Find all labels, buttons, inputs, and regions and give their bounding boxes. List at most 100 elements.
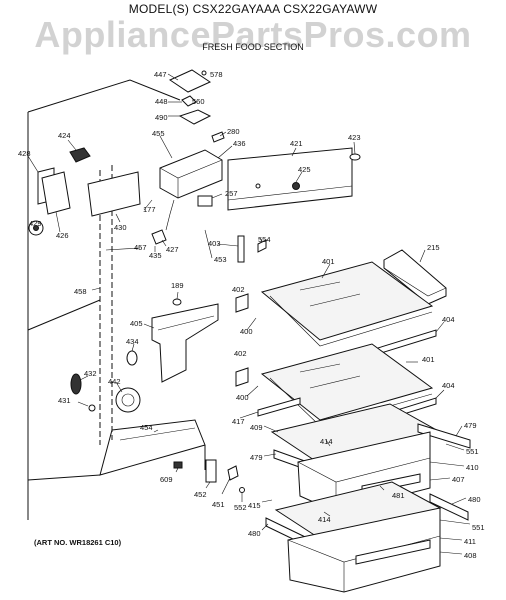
part-609	[173, 461, 183, 469]
part-423	[349, 153, 361, 161]
housing-490	[178, 109, 212, 125]
shelf-glass-401-lower	[260, 343, 434, 421]
callout-480: 480	[248, 529, 261, 538]
shelf-glass-401-upper	[260, 261, 434, 341]
panel-hole	[255, 183, 261, 189]
callout-402: 402	[232, 285, 245, 294]
callout-401: 401	[422, 355, 435, 364]
callout-457: 457	[134, 243, 147, 252]
callout-414: 414	[320, 437, 333, 446]
socket-448	[181, 95, 197, 107]
screw-578	[201, 70, 207, 76]
callout-552: 552	[234, 503, 247, 512]
light-cover-447	[168, 69, 212, 93]
callout-400: 400	[240, 327, 253, 336]
callout-189: 189	[171, 281, 184, 290]
callout-554: 554	[258, 235, 271, 244]
callout-427: 427	[166, 245, 179, 254]
callout-455: 455	[152, 129, 165, 138]
fan-motor-442	[115, 387, 141, 413]
callout-479: 479	[464, 421, 477, 430]
callout-452: 452	[194, 490, 207, 499]
top-parts	[28, 69, 361, 493]
callout-415: 415	[248, 501, 261, 510]
callout-442: 442	[108, 377, 121, 386]
callout-448: 448	[155, 97, 168, 106]
callout-400: 400	[236, 393, 249, 402]
duct-405	[151, 303, 219, 383]
shelves-and-drawers	[235, 249, 471, 593]
callout-432: 432	[84, 369, 97, 378]
callout-436: 436	[233, 139, 246, 148]
callout-423: 423	[348, 133, 361, 142]
callout-labels: 447 578 448 560 490 280 424 455 436 421 423 428 425 2…	[18, 70, 485, 560]
callout-421: 421	[290, 139, 303, 148]
callout-417: 417	[232, 417, 245, 426]
callout-578: 578	[210, 70, 223, 79]
part-451	[227, 465, 239, 481]
callout-425: 425	[298, 165, 311, 174]
callout-551: 551	[472, 523, 485, 532]
callout-434: 434	[126, 337, 139, 346]
callout-490: 490	[155, 113, 168, 122]
roller-402-upper	[235, 293, 249, 313]
callout-408: 408	[464, 551, 477, 560]
callout-480: 480	[468, 495, 481, 504]
drawer-408	[287, 507, 441, 593]
callout-402: 402	[234, 349, 247, 358]
callout-404: 404	[442, 315, 455, 324]
control-housing-455	[159, 149, 223, 199]
part-257	[197, 195, 213, 207]
callout-431: 431	[58, 396, 71, 405]
leader-lines	[27, 73, 471, 555]
part-554	[257, 239, 267, 253]
cover-430	[87, 171, 141, 217]
part-431	[88, 404, 96, 412]
callout-410: 410	[466, 463, 479, 472]
model-title: MODEL(S) CSX22GAYAAA CSX22GAYAWW	[128, 2, 378, 16]
callout-458: 458	[74, 287, 87, 296]
part-189	[172, 298, 182, 306]
callout-405: 405	[130, 319, 143, 328]
rail-417	[257, 397, 301, 417]
callout-424: 424	[58, 131, 71, 140]
slide-479-right	[417, 423, 471, 449]
callout-407: 407	[452, 475, 465, 484]
roller-402-lower	[235, 367, 249, 387]
callout-401: 401	[322, 257, 335, 266]
callout-429: 429	[29, 219, 42, 228]
callout-609: 609	[160, 475, 173, 484]
part-424	[69, 147, 91, 163]
callout-453: 453	[214, 255, 227, 264]
callout-430: 430	[114, 223, 127, 232]
callout-428: 428	[18, 149, 31, 158]
callout-215: 215	[427, 243, 440, 252]
callout-560: 560	[192, 97, 205, 106]
screw-552	[239, 487, 245, 493]
rail-403	[237, 235, 245, 263]
part-427	[151, 229, 167, 245]
watermark: AppliancePartsPros.com	[34, 14, 472, 55]
callout-409: 409	[250, 423, 263, 432]
callout-414: 414	[318, 515, 331, 524]
callout-177: 177	[143, 205, 156, 214]
part-426	[41, 171, 71, 215]
callout-404: 404	[442, 381, 455, 390]
callout-447: 447	[154, 70, 167, 79]
callout-479: 479	[250, 453, 263, 462]
part-432	[70, 373, 82, 395]
cabinet-outline	[27, 79, 206, 520]
callout-454: 454	[140, 423, 153, 432]
callout-451: 451	[212, 500, 225, 509]
callout-403: 403	[208, 239, 221, 248]
callout-280: 280	[227, 127, 240, 136]
callout-551: 551	[466, 447, 479, 456]
art-number: (ART NO. WR18261 C10)	[34, 538, 122, 547]
callout-411: 411	[464, 537, 476, 546]
callout-257: 257	[225, 189, 238, 198]
callout-435: 435	[149, 251, 162, 260]
callout-426: 426	[56, 231, 69, 240]
part-434	[126, 350, 138, 366]
handle-411	[355, 539, 431, 565]
